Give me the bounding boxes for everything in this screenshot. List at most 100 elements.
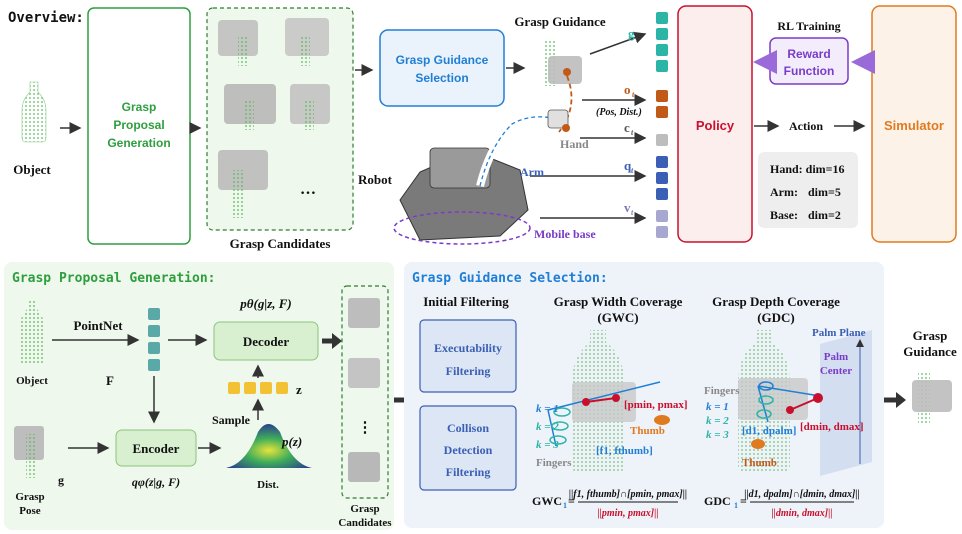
gwc-formula-den: ||pmin, pmax]|| <box>597 508 658 519</box>
gdc-thumb: Thumb <box>742 457 777 469</box>
executability-filtering-box[interactable] <box>419 319 517 393</box>
gwc-title-2: (GWC) <box>597 310 638 325</box>
gdc-fingers: Fingers <box>704 385 740 397</box>
reward-line-1: Reward <box>787 47 830 61</box>
collision-line-2: Detection <box>444 443 493 457</box>
gwc-formula-num: ||f1, fthumb]∩[pmin, pmax]|| <box>569 489 687 500</box>
gpg-object-label: Object <box>16 375 48 387</box>
sample-label: Sample <box>212 413 251 427</box>
proposal-line-2: Proposal <box>113 118 164 132</box>
g-label: g <box>58 473 64 487</box>
final-guidance-line-1: Grasp <box>913 328 948 343</box>
gwc-k1: k = 1 <box>536 403 559 415</box>
gaussian-distribution-icon <box>226 424 312 468</box>
bottle-object-icon <box>21 81 47 143</box>
feature-F-squares <box>148 308 160 371</box>
action-label: Action <box>789 119 823 133</box>
gpg-candidates-line-1: Grasp <box>350 503 379 515</box>
gdc-formula-num: ||d1, dpalm]∩[dmin, dmax]|| <box>744 489 859 500</box>
p-theta-label: pθ(g|z, F) <box>239 296 292 311</box>
obs-c-sub: t <box>631 128 634 137</box>
latent-z-squares <box>228 382 288 394</box>
robot-label: Robot <box>358 172 393 187</box>
grasp-guidance-label: Grasp Guidance <box>514 14 606 29</box>
collision-detection-filtering-box[interactable] <box>419 405 517 491</box>
gpg-candidates-line-2: Candidates <box>338 517 392 529</box>
obs-o-sub: t <box>632 90 635 99</box>
dim-base-key: Base: <box>770 208 798 222</box>
gpg-candidates-box <box>341 285 389 499</box>
obs-g-label: g <box>628 26 635 41</box>
hand-label: Hand <box>560 137 589 151</box>
gwc-formula-sub: 1 <box>563 501 567 510</box>
gpg-bottle-icon <box>20 300 44 364</box>
gdc-k2: k = 2 <box>706 415 729 427</box>
gwc-formula-lhs: GWC <box>532 494 562 508</box>
arm-label: Arm <box>520 165 544 179</box>
selection-line-2: Selection <box>415 71 468 85</box>
gwc-fingers: Fingers <box>536 457 572 469</box>
decoder-box[interactable] <box>213 321 319 361</box>
palm-center-line-1: Palm <box>824 351 848 363</box>
grasp-pose-icon <box>14 426 44 478</box>
pos-dist-label: (Pos, Dist.) <box>596 107 642 118</box>
gdc-title-2: (GDC) <box>757 310 795 325</box>
decoder-label: Decoder <box>243 334 289 349</box>
svg-text:=: = <box>740 494 747 508</box>
grasp-candidate-hand-icons <box>218 18 330 218</box>
palm-plane-label: Palm Plane <box>812 327 866 339</box>
exec-line-1: Executability <box>434 341 502 355</box>
dist-label: Dist. <box>257 479 279 491</box>
mobile-base-label: Mobile base <box>534 227 596 241</box>
gwc-k2: k = 2 <box>536 421 559 433</box>
grasp-guidance-selection-box[interactable] <box>379 29 505 107</box>
simulator-box[interactable] <box>871 5 957 243</box>
final-guidance-line-2: Guidance <box>903 344 957 359</box>
initial-filtering-label: Initial Filtering <box>423 294 509 309</box>
grasp-guidance-hand-icon <box>544 40 582 86</box>
gwc-illustration <box>547 330 670 472</box>
gpg-vdots: ⋮ <box>358 420 373 436</box>
object-label: Object <box>13 162 51 177</box>
obs-q-label: q <box>624 158 632 173</box>
z-label: z <box>296 382 302 397</box>
gwc-thumb: Thumb <box>630 425 665 437</box>
proposal-line-3: Generation <box>107 136 170 150</box>
gwc-title-1: Grasp Width Coverage <box>554 294 683 309</box>
collision-line-1: Collison <box>447 421 489 435</box>
collision-line-3: Filtering <box>446 465 491 479</box>
observation-feature-squares <box>656 12 668 238</box>
policy-label: Policy <box>696 118 735 133</box>
gwc-f-range: [f1, fthumb] <box>596 445 653 457</box>
grasp-pose-line-2: Pose <box>19 505 41 517</box>
obs-c-label: c <box>624 120 630 135</box>
selection-line-1: Grasp Guidance <box>396 53 489 67</box>
reward-line-2: Function <box>784 64 835 78</box>
exec-line-2: Filtering <box>446 364 491 378</box>
ggs-title: Grasp Guidance Selection: <box>412 271 608 286</box>
rl-training-label: RL Training <box>777 19 840 33</box>
overview-title: Overview: <box>8 10 84 26</box>
action-dims-box <box>758 152 858 228</box>
proposal-line-1: Grasp <box>122 100 157 114</box>
pointnet-label: PointNet <box>73 318 123 333</box>
gwc-p-range: [pmin, pmax] <box>624 399 688 411</box>
robot-icon <box>393 109 570 245</box>
encoder-box[interactable] <box>115 429 197 467</box>
gdc-illustration <box>738 330 872 476</box>
palm-center-line-2: Center <box>820 365 852 377</box>
obs-v-label: v <box>624 200 631 215</box>
gdc-d-palm: [d1, dpalm] <box>742 425 796 437</box>
obs-v-sub: t <box>631 208 634 217</box>
dim-base-val: dim=2 <box>808 208 841 222</box>
grasp-pose-line-1: Grasp <box>15 491 44 503</box>
gpg-title: Grasp Proposal Generation: <box>12 271 216 286</box>
obs-o-label: o <box>624 82 631 97</box>
dim-arm-key: Arm: <box>770 185 798 199</box>
gdc-formula-lhs: GDC <box>704 494 731 508</box>
policy-box[interactable] <box>677 5 753 243</box>
gwc-k3: k = 3 <box>536 439 559 451</box>
gpg-candidate-icons <box>348 298 380 482</box>
pz-label: p(z) <box>281 434 302 449</box>
gdc-d-range: [dmin, dmax] <box>800 421 864 433</box>
